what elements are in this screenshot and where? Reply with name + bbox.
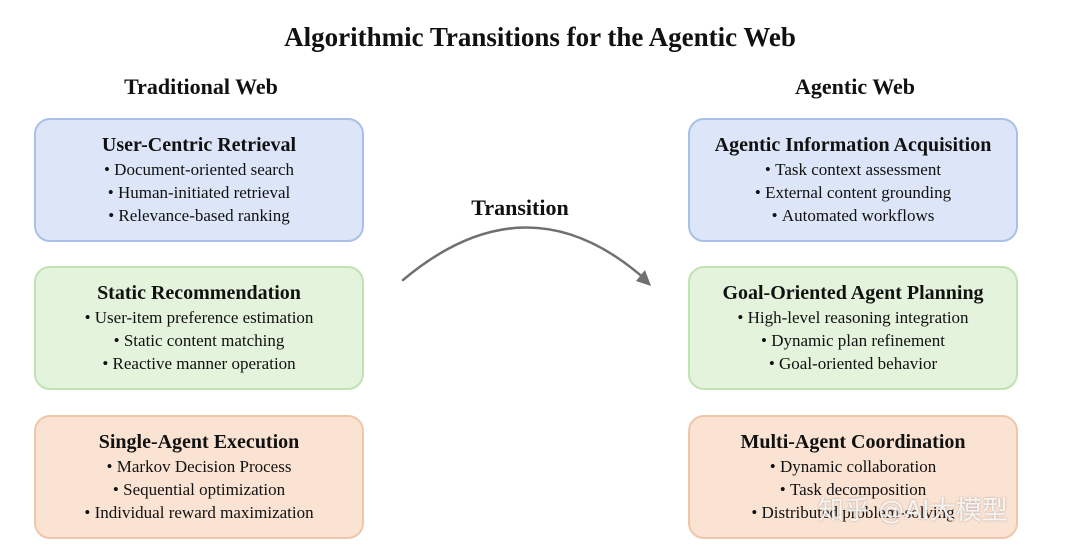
box-title: Multi-Agent Coordination — [740, 431, 966, 453]
box-title: User-Centric Retrieval — [101, 134, 297, 156]
box-goal-oriented-agent-planning: Goal-Oriented Agent Planning High-level … — [688, 266, 1018, 390]
box-items: Document-oriented search Human-initiated… — [104, 158, 294, 227]
list-item: Dynamic collaboration — [751, 455, 954, 478]
box-items: High-level reasoning integration Dynamic… — [737, 306, 969, 375]
box-user-centric-retrieval: User-Centric Retrieval Document-oriented… — [34, 118, 364, 242]
list-item: Reactive manner operation — [85, 352, 314, 375]
diagram-title: Algorithmic Transitions for the Agentic … — [284, 22, 796, 52]
list-item: Distributed problem-solving — [751, 501, 955, 524]
box-title: Agentic Information Acquisition — [714, 134, 992, 156]
list-item: Automated workflows — [755, 204, 951, 227]
list-item: Static content matching — [85, 329, 314, 352]
box-items: Dynamic collaboration Task decomposition… — [751, 455, 955, 524]
box-items: Markov Decision Process Sequential optim… — [84, 455, 314, 524]
box-agentic-information-acquisition: Agentic Information Acquisition Task con… — [688, 118, 1018, 242]
list-item: Relevance-based ranking — [104, 204, 294, 227]
transition-label: Transition — [471, 195, 569, 220]
box-items: User-item preference estimation Static c… — [85, 306, 314, 375]
list-item: Dynamic plan refinement — [737, 329, 968, 352]
box-single-agent-execution: Single-Agent Execution Markov Decision P… — [34, 415, 364, 539]
list-item: Individual reward maximization — [84, 501, 314, 524]
list-item: Sequential optimization — [84, 478, 313, 501]
list-item: High-level reasoning integration — [737, 306, 969, 329]
list-item: Task context assessment — [755, 158, 951, 181]
box-title: Single-Agent Execution — [98, 431, 300, 453]
list-item: User-item preference estimation — [85, 306, 314, 329]
list-item: Human-initiated retrieval — [104, 181, 294, 204]
list-item: Markov Decision Process — [84, 455, 313, 478]
box-static-recommendation: Static Recommendation User-item preferen… — [34, 266, 364, 390]
traditional-web-heading: Traditional Web — [124, 74, 278, 99]
agentic-web-heading: Agentic Web — [795, 74, 915, 99]
box-title: Goal-Oriented Agent Planning — [722, 282, 984, 304]
list-item: Goal-oriented behavior — [737, 352, 968, 375]
box-title: Static Recommendation — [97, 282, 301, 304]
list-item: External content grounding — [755, 181, 951, 204]
list-item: Document-oriented search — [104, 158, 294, 181]
box-multi-agent-coordination: Multi-Agent Coordination Dynamic collabo… — [688, 415, 1018, 539]
watermark: 知乎 @AI大模型 — [818, 496, 1008, 526]
box-items: Task context assessment External content… — [755, 158, 951, 227]
list-item: Task decomposition — [751, 478, 954, 501]
